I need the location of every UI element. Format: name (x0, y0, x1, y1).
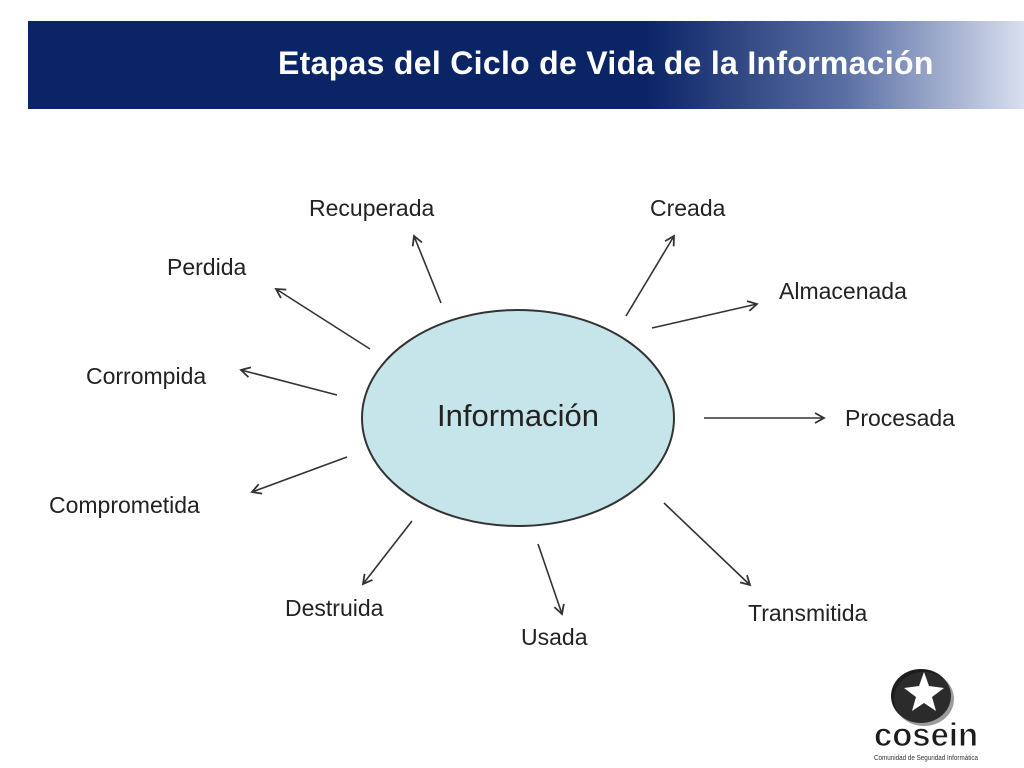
stage-label-creada: Creada (650, 195, 726, 221)
center-label: Información (437, 398, 599, 433)
center-ellipse (361, 309, 675, 527)
arrow-recuperada (411, 234, 442, 304)
stage-label-transmitida: Transmitida (748, 600, 867, 626)
stage-label-almacenada: Almacenada (779, 278, 907, 304)
slide-title: Etapas del Ciclo de Vida de la Informaci… (278, 45, 934, 81)
stage-label-comprometida: Comprometida (49, 492, 200, 518)
stage-label-destruida: Destruida (285, 595, 384, 621)
star-icon (904, 672, 944, 711)
stage-label-procesada: Procesada (845, 405, 955, 431)
logo-name: cosein (874, 716, 978, 753)
stage-label-corrompida: Corrompida (86, 363, 206, 389)
cosein-logo: cosein Comunidad de Seguridad Informátic… (874, 669, 979, 762)
arrow-almacenada (651, 300, 759, 329)
arrow-perdida (274, 288, 371, 350)
arrow-destruida (361, 520, 413, 586)
stage-label-recuperada: Recuperada (309, 195, 435, 221)
arrow-corrompida (239, 366, 338, 396)
slide-header: Etapas del Ciclo de Vida de la Informaci… (28, 21, 1024, 109)
stage-label-usada: Usada (521, 624, 588, 650)
arrow-comprometida (250, 456, 348, 495)
stage-label-perdida: Perdida (167, 254, 246, 280)
arrow-creada (625, 234, 675, 317)
logo-tagline: Comunidad de Seguridad Informática (874, 755, 978, 762)
arrow-usada (537, 543, 565, 616)
arrow-transmitida (663, 502, 752, 587)
